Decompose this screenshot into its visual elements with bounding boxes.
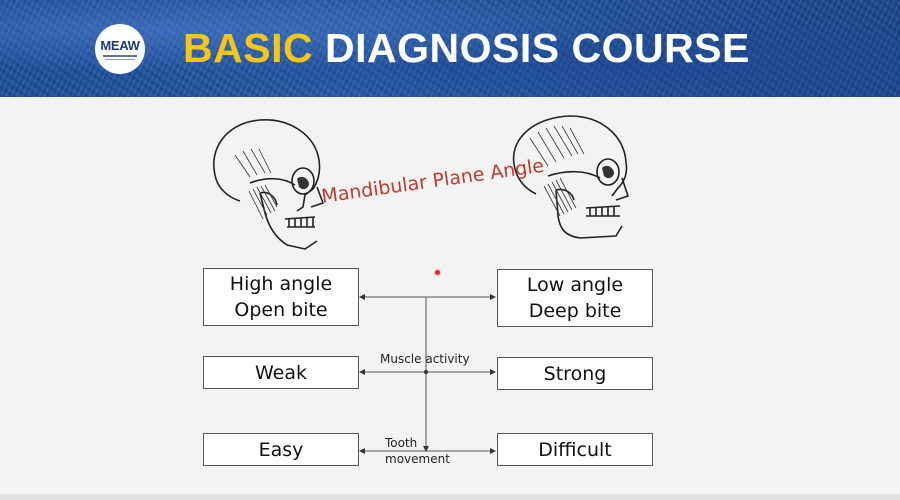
tooth-movement-label-line2: movement: [385, 452, 450, 466]
muscle-activity-label: Muscle activity: [380, 352, 470, 366]
difficult-text: Difficult: [538, 438, 612, 461]
logo-rule: [103, 54, 137, 57]
easy-box: Easy: [203, 433, 359, 466]
low-angle-line1: Low angle: [526, 274, 624, 296]
high-angle-box: High angle Open bite: [203, 268, 359, 326]
footer-bar: [0, 494, 900, 500]
skull-high-angle-image: [205, 115, 335, 250]
low-angle-line2: Deep bite: [528, 300, 622, 322]
weak-text: Weak: [254, 361, 307, 384]
title-accent: BASIC: [183, 25, 314, 71]
high-angle-line2: Open bite: [234, 299, 328, 321]
high-angle-line1: High angle: [229, 273, 333, 295]
skull-low-angle-image: [508, 112, 638, 252]
strong-text: Strong: [543, 362, 607, 385]
easy-text: Easy: [258, 438, 304, 461]
weak-box: Weak: [203, 356, 359, 389]
laser-pointer-dot: [434, 269, 441, 276]
header-banner: MEAW BASIC DIAGNOSIS COURSE: [0, 0, 900, 97]
low-angle-box: Low angle Deep bite: [497, 269, 653, 327]
strong-box: Strong: [497, 357, 653, 390]
meaw-logo: MEAW: [95, 24, 145, 74]
skull-right-drawing: [512, 115, 629, 239]
skull-left-drawing: [213, 119, 324, 250]
tooth-movement-label-line1: Tooth: [385, 436, 418, 450]
page-title: BASIC DIAGNOSIS COURSE: [183, 22, 750, 74]
logo-text: MEAW: [100, 37, 140, 53]
row2-junction: [424, 370, 428, 374]
logo-rule-thin: [105, 58, 135, 60]
title-rest: DIAGNOSIS COURSE: [324, 25, 750, 71]
difficult-box: Difficult: [497, 433, 653, 466]
